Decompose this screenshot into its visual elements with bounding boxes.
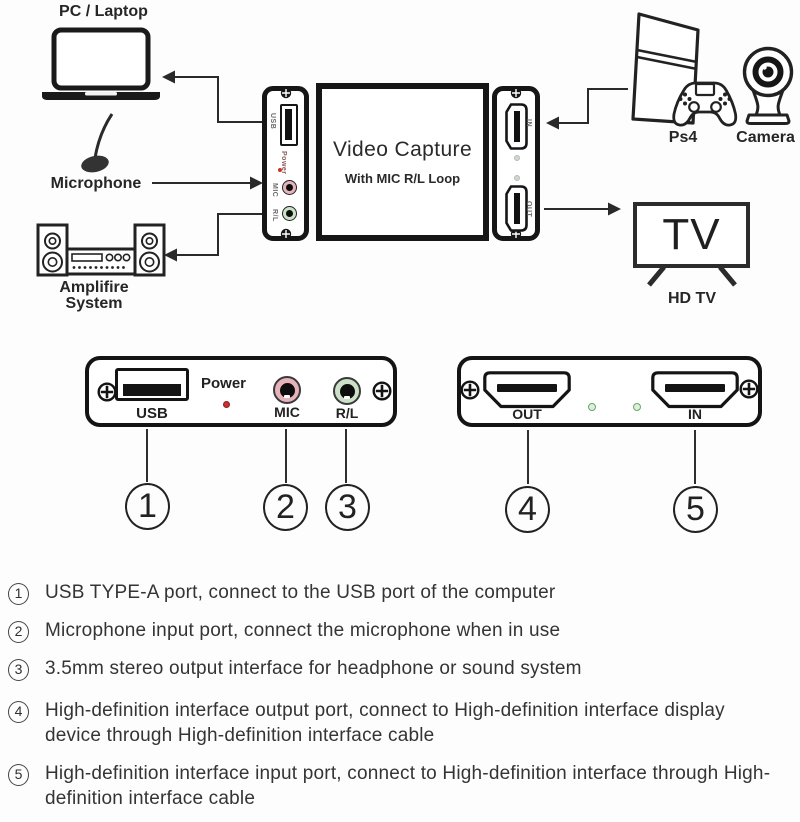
hdmi-in-label: IN — [688, 406, 702, 422]
legend-text: High-definition interface output port, c… — [45, 700, 725, 747]
legend-list: 1 USB TYPE-A port, connect to the USB po… — [8, 580, 788, 822]
rl-jack-side — [282, 206, 297, 221]
usb-port — [115, 368, 189, 401]
callout-line — [694, 430, 696, 484]
device-back-side: IN OUT — [492, 86, 540, 241]
usb-side-label: USB — [269, 113, 276, 130]
amplifier-icon — [36, 223, 166, 277]
rl-jack — [333, 377, 361, 405]
callout-4: 4 — [505, 486, 550, 533]
screw-icon — [280, 228, 292, 240]
amplifier-label-line1: Amplifire — [59, 279, 129, 296]
callout-3: 3 — [325, 484, 370, 531]
hdmi-in-port — [651, 371, 739, 409]
legend-item-1: 1 USB TYPE-A port, connect to the USB po… — [8, 580, 788, 605]
mic-jack — [273, 376, 301, 404]
callout-line — [345, 429, 347, 483]
laptop-icon — [42, 27, 160, 100]
front-panel-detail: USB Power MIC R/L — [85, 356, 397, 427]
camera-icon — [742, 46, 794, 125]
mic-jack-label: MIC — [274, 404, 300, 420]
rl-side-label: R/L — [271, 209, 278, 222]
amplifier-label-line2: System — [65, 295, 123, 312]
tv-legs — [647, 267, 737, 287]
out-side-label: OUT — [525, 201, 532, 218]
tv-screen-text: TV — [662, 210, 721, 259]
device-title: Video Capture — [332, 138, 473, 161]
status-led-green — [633, 403, 641, 411]
rl-jack-label: R/L — [335, 405, 359, 421]
camera-label: Camera — [736, 129, 795, 146]
callout-line — [285, 429, 287, 483]
legend-item-2: 2 Microphone input port, connect the mic… — [8, 618, 788, 644]
screw-icon — [510, 87, 522, 99]
callout-line — [527, 430, 529, 484]
legend-text: Microphone input port, connect the micro… — [45, 620, 561, 642]
legend-num: 1 — [8, 583, 29, 605]
pc-laptop-label: PC / Laptop — [59, 3, 148, 20]
hdmi-out-label: OUT — [512, 406, 542, 422]
status-dot — [514, 175, 520, 181]
video-capture-box: Video Capture With MIC R/L Loop — [316, 83, 489, 241]
callout-2: 2 — [263, 484, 308, 531]
status-dot — [514, 155, 520, 161]
connection-arrows — [152, 70, 628, 262]
screw-icon — [97, 382, 117, 402]
legend-text: 3.5mm stereo output interface for headph… — [45, 658, 582, 680]
legend-num: 2 — [8, 621, 29, 644]
mic-side-label: MIC — [271, 183, 278, 198]
device-front-side: USB Power MIC R/L — [262, 86, 309, 241]
callout-5: 5 — [673, 486, 718, 533]
legend-num: 4 — [8, 701, 29, 724]
screw-icon — [739, 379, 759, 399]
microphone-label: Microphone — [50, 175, 142, 192]
hdmi-out-port-side — [505, 185, 528, 232]
power-led — [223, 401, 230, 408]
power-side-label: Power — [280, 151, 287, 175]
usb-port-label: USB — [136, 405, 168, 422]
legend-text: USB TYPE-A port, connect to the USB port… — [45, 582, 556, 603]
in-side-label: IN — [525, 119, 532, 127]
legend-text: High-definition interface input port, co… — [45, 763, 771, 810]
screw-icon — [460, 380, 480, 400]
hdmi-out-port — [483, 371, 571, 409]
legend-item-4: 4 High-definition interface output port,… — [8, 698, 788, 748]
legend-item-5: 5 High-definition interface input port, … — [8, 761, 788, 811]
hdtv-label: HD TV — [668, 290, 716, 307]
screw-icon — [372, 381, 392, 401]
callout-line — [146, 429, 148, 482]
mic-jack-side — [282, 180, 297, 195]
legend-num: 3 — [8, 659, 29, 682]
screw-icon — [280, 87, 292, 99]
legend-item-3: 3 3.5mm stereo output interface for head… — [8, 656, 788, 682]
ps4-label: Ps4 — [668, 129, 698, 146]
ps4-icon — [631, 12, 738, 127]
power-led — [278, 168, 282, 172]
back-panel-detail: OUT IN — [457, 356, 762, 427]
usb-port-side — [280, 104, 298, 146]
tv-icon: TV — [633, 202, 750, 268]
power-label: Power — [201, 375, 247, 392]
device-subtitle: With MIC R/L Loop — [344, 171, 461, 186]
status-led-green — [588, 403, 596, 411]
callout-1: 1 — [125, 483, 170, 530]
legend-num: 5 — [8, 764, 29, 787]
hdmi-in-port-side — [505, 103, 528, 150]
microphone-icon — [81, 113, 114, 173]
